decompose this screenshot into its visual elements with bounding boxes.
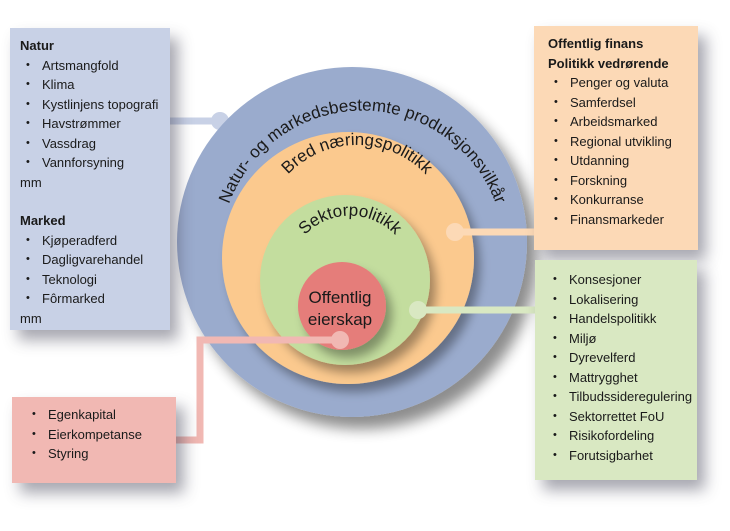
natur-footer: mm xyxy=(20,174,42,190)
list-item: Vannforsyning xyxy=(20,153,170,173)
list-item: Kjøperadferd xyxy=(20,231,170,251)
list-item: Tilbudssideregulering xyxy=(547,387,697,407)
natur-heading: Natur xyxy=(20,38,54,53)
sektor-connector-dot xyxy=(409,301,427,319)
list-item: Vassdrag xyxy=(20,134,170,154)
center-label-line2: eierskap xyxy=(308,310,372,329)
offentlig-eierskap-box: Egenkapital Eierkompetanse Styring xyxy=(12,397,176,483)
marked-list: Kjøperadferd Dagligvarehandel Teknologi … xyxy=(20,231,170,309)
list-item: Fôrmarked xyxy=(20,289,170,309)
finans-heading-line2: Politikk vedrørende xyxy=(548,55,669,71)
list-item: Arbeidsmarked xyxy=(548,112,698,132)
list-item: Samferdsel xyxy=(548,93,698,113)
list-item: Dyrevelferd xyxy=(547,348,697,368)
ring-center xyxy=(298,262,386,350)
list-item: Forskning xyxy=(548,171,698,191)
list-item: Egenkapital xyxy=(26,405,176,425)
list-item: Risikofordeling xyxy=(547,426,697,446)
list-item: Miljø xyxy=(547,329,697,349)
eier-connector-dot xyxy=(331,331,349,349)
list-item: Forutsigbarhet xyxy=(547,446,697,466)
list-item: Lokalisering xyxy=(547,290,697,310)
list-item: Kystlinjens topografi xyxy=(20,95,170,115)
eier-list: Egenkapital Eierkompetanse Styring xyxy=(26,405,176,464)
natur-marked-box: Natur Artsmangfold Klima Kystlinjens top… xyxy=(10,28,170,330)
list-item: Utdanning xyxy=(548,151,698,171)
list-item: Regional utvikling xyxy=(548,132,698,152)
sektorpolitikk-box: Konsesjoner Lokalisering Handelspolitikk… xyxy=(535,260,697,480)
list-item: Mattrygghet xyxy=(547,368,697,388)
list-item: Havstrømmer xyxy=(20,114,170,134)
list-item: Finansmarkeder xyxy=(548,210,698,230)
sektor-list: Konsesjoner Lokalisering Handelspolitikk… xyxy=(547,270,697,465)
center-label-line1: Offentlig xyxy=(308,288,371,307)
marked-footer: mm xyxy=(20,310,42,326)
finans-heading-line1: Offentlig finans xyxy=(548,36,644,51)
list-item: Eierkompetanse xyxy=(26,425,176,445)
list-item: Sektorrettet FoU xyxy=(547,407,697,427)
finans-list: Penger og valuta Samferdsel Arbeidsmarke… xyxy=(548,73,698,229)
list-item: Penger og valuta xyxy=(548,73,698,93)
eier-connector-line xyxy=(162,336,340,444)
list-item: Konsesjoner xyxy=(547,270,697,290)
natur-list: Artsmangfold Klima Kystlinjens topografi… xyxy=(20,56,170,173)
list-item: Konkurranse xyxy=(548,190,698,210)
finans-connector-dot xyxy=(446,223,464,241)
marked-heading: Marked xyxy=(20,213,66,228)
list-item: Klima xyxy=(20,75,170,95)
list-item: Teknologi xyxy=(20,270,170,290)
list-item: Handelspolitikk xyxy=(547,309,697,329)
list-item: Artsmangfold xyxy=(20,56,170,76)
list-item: Dagligvarehandel xyxy=(20,250,170,270)
offentlig-finans-box: Offentlig finans Politikk vedrørende Pen… xyxy=(534,26,698,250)
list-item: Styring xyxy=(26,444,176,464)
